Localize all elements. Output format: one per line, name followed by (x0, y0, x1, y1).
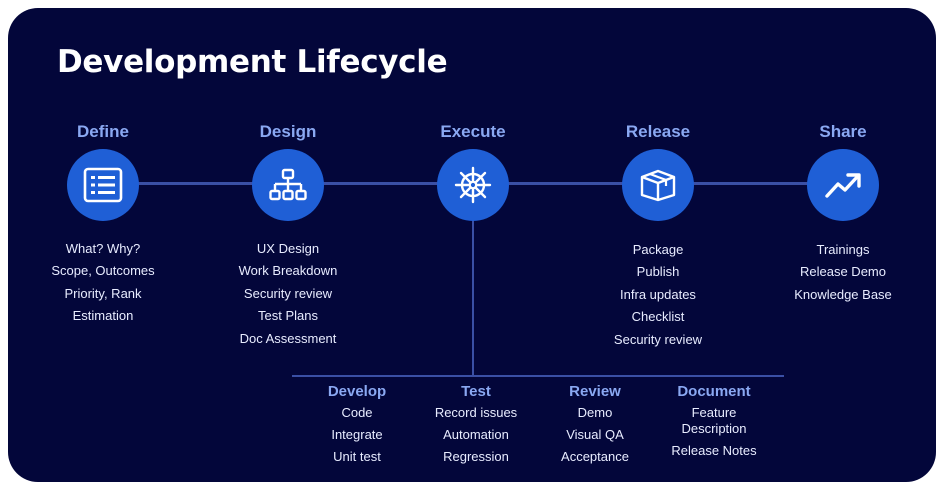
phase-items-develop: Code Integrate Unit test (292, 405, 422, 471)
list-icon (83, 167, 123, 203)
phase-label-review: Review (569, 383, 621, 400)
stage-circle-design (252, 149, 324, 221)
list-item: Knowledge Base (794, 286, 892, 302)
list-item: Unit test (333, 449, 381, 464)
list-item: Code (341, 405, 373, 420)
list-item: Security review (243, 285, 333, 301)
stage-items-share: Trainings Release Demo Knowledge Base (753, 239, 933, 306)
list-item: Scope, Outcomes (51, 263, 155, 279)
box-icon (640, 169, 676, 202)
list-item: Trainings (816, 242, 870, 257)
phase-label-document: Document (677, 383, 751, 400)
page-title: Development Lifecycle (57, 44, 448, 80)
list-item: Feature Description (681, 405, 747, 436)
trend-up-icon (825, 173, 861, 198)
list-item: Record issues (434, 405, 518, 420)
list-item: UX Design (256, 241, 320, 256)
list-item: Release Notes (671, 442, 757, 458)
phase-label-develop: Develop (327, 383, 387, 400)
stage-circle-release (622, 149, 694, 221)
stage-label-share: Share (819, 122, 867, 141)
phase-items-test: Record issues Automation Regression (411, 405, 541, 471)
stage-circle-execute (437, 149, 509, 221)
stage-label-define: Define (77, 122, 129, 141)
list-item: Automation (443, 427, 509, 442)
list-item: Priority, Rank (64, 285, 142, 301)
stage-circle-share (807, 149, 879, 221)
list-item: Estimation (72, 308, 134, 324)
list-item: Integrate (331, 427, 383, 442)
list-item: Publish (636, 264, 680, 280)
stage-items-design: UX Design Work Breakdown Security review… (198, 238, 378, 350)
execute-connector (472, 216, 474, 376)
list-item: Infra updates (620, 286, 696, 302)
list-item: Package (632, 242, 684, 257)
list-item: Doc Assessment (239, 330, 337, 346)
list-item: Security review (613, 331, 703, 347)
list-item: Test Plans (258, 308, 318, 324)
sitemap-icon (269, 168, 307, 201)
phase-items-review: Demo Visual QA Acceptance (530, 405, 660, 471)
stage-items-release: Package Publish Infra updates Checklist … (568, 239, 748, 351)
helm-icon (454, 166, 492, 204)
phase-label-test: Test (461, 383, 491, 400)
list-item: Acceptance (561, 449, 629, 464)
stage-label-release: Release (625, 122, 691, 141)
phase-items-document: Feature Description Release Notes (664, 405, 764, 465)
stage-label-design: Design (259, 122, 317, 141)
execute-phases-line (292, 375, 784, 377)
stage-items-define: What? Why? Scope, Outcomes Priority, Ran… (13, 238, 193, 328)
stage-circle-define (67, 149, 139, 221)
list-item: Regression (443, 449, 509, 464)
list-item: Release Demo (800, 264, 886, 280)
stage-label-execute: Execute (440, 122, 506, 141)
list-item: Work Breakdown (238, 263, 338, 279)
list-item: Visual QA (566, 427, 624, 442)
list-item: Demo (577, 405, 613, 420)
list-item: Checklist (631, 309, 685, 325)
list-item: What? Why? (65, 241, 141, 256)
